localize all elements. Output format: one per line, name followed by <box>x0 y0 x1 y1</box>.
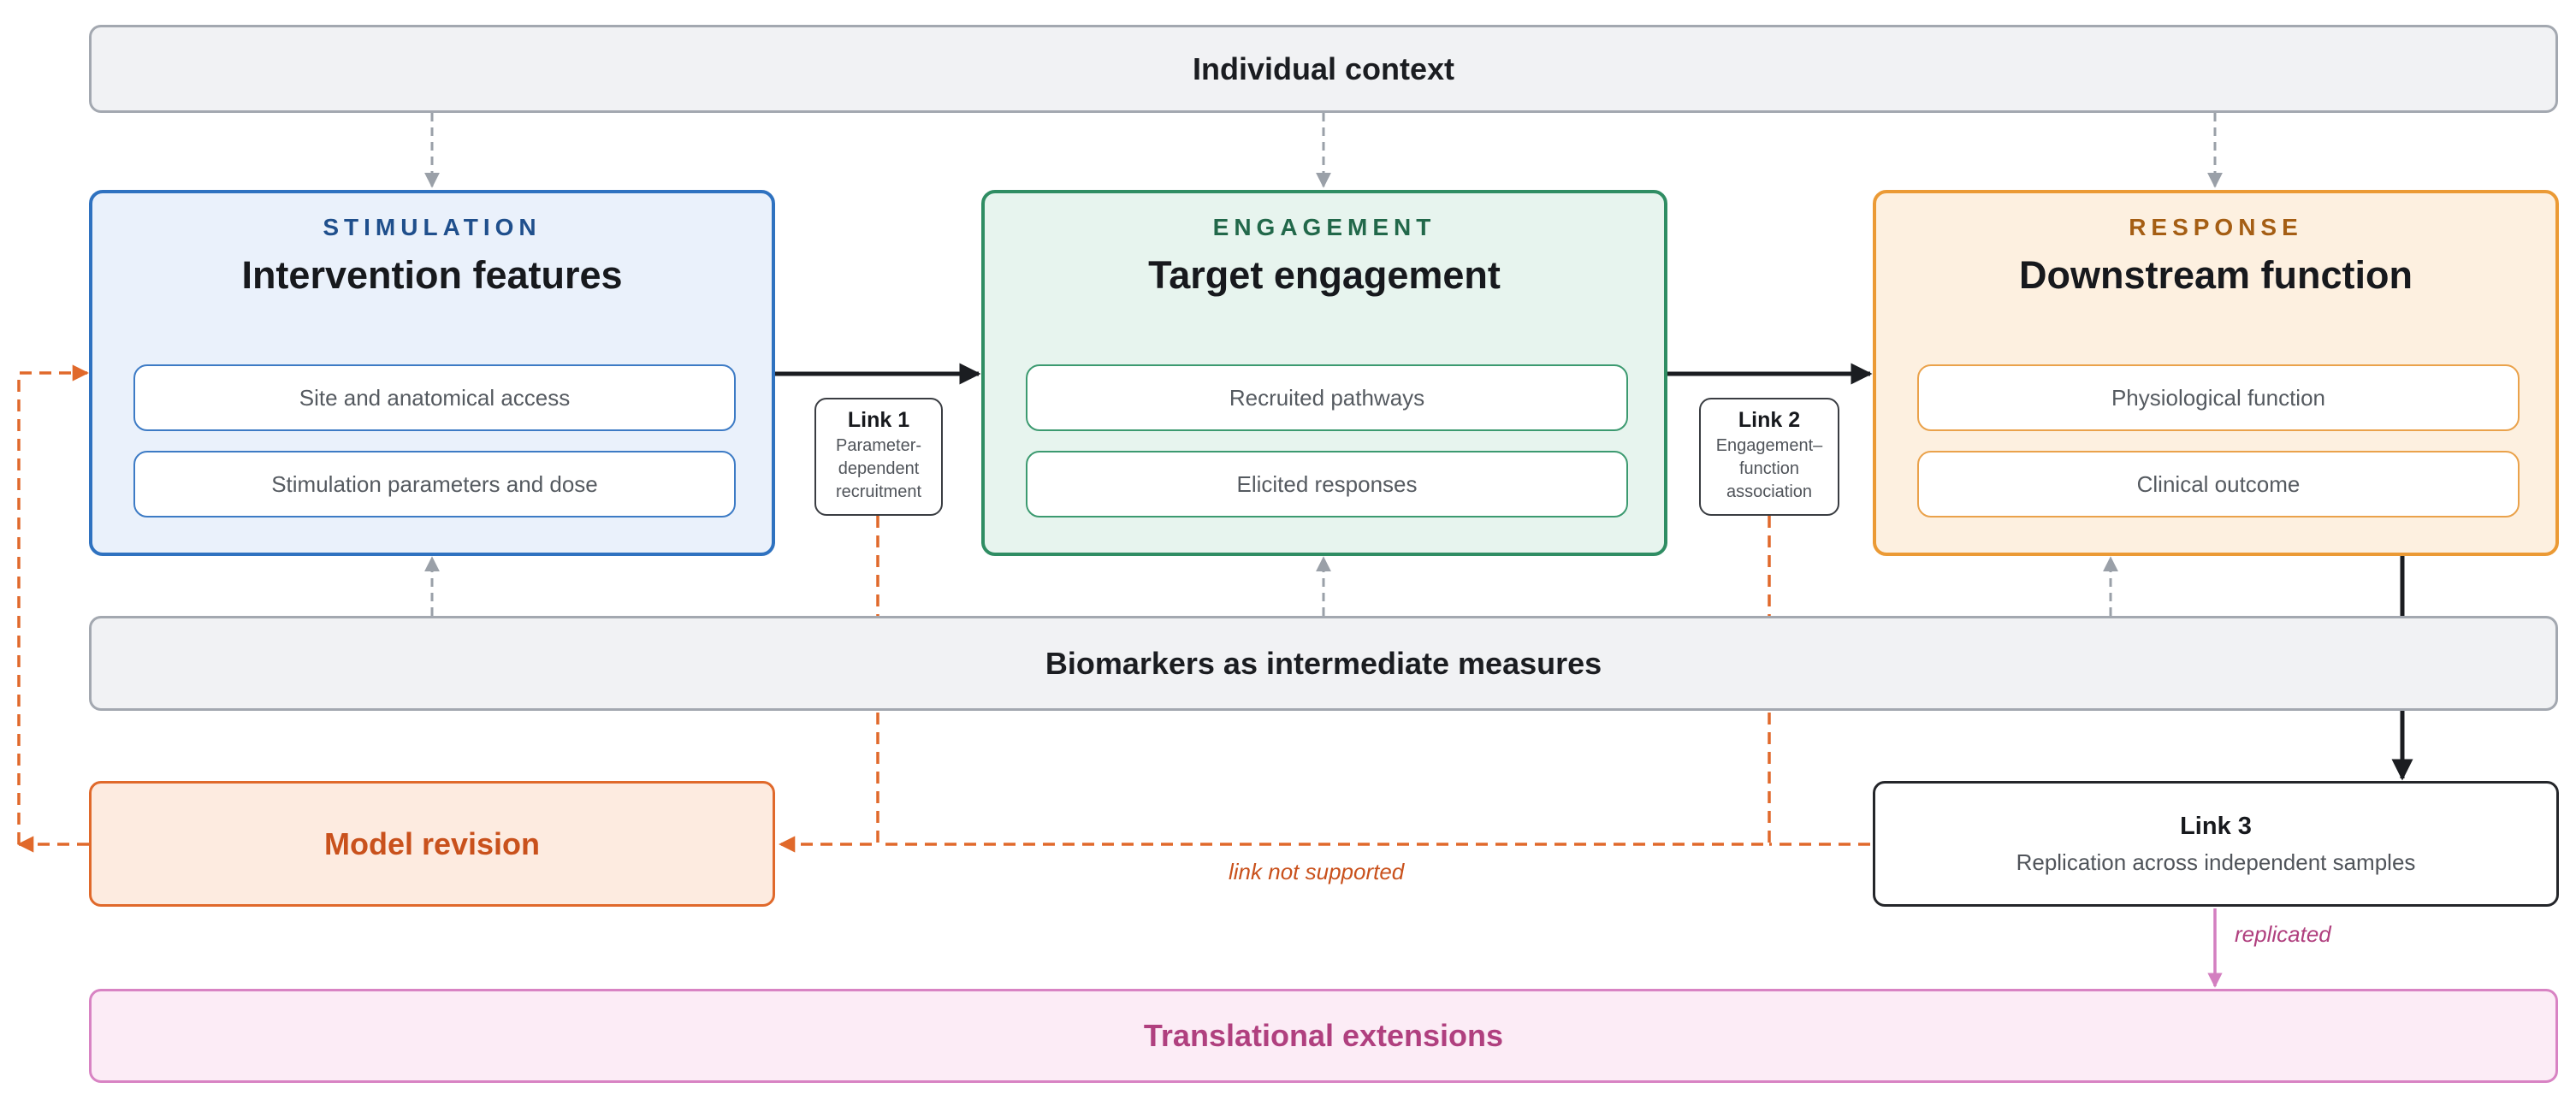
translational-extensions-label: Translational extensions <box>1143 1018 1504 1053</box>
response-item-physiological: Physiological function <box>1917 364 2520 431</box>
link2-description: Engagement– function association <box>1701 435 1838 504</box>
engagement-box: ENGAGEMENT Target engagement Recruited p… <box>981 190 1667 556</box>
link1-desc-line: dependent <box>838 459 920 478</box>
link3-title: Link 3 <box>2180 812 2252 840</box>
biomarkers-box: Biomarkers as intermediate measures <box>89 616 2558 711</box>
translational-extensions-box: Translational extensions <box>89 989 2558 1083</box>
biomarkers-label: Biomarkers as intermediate measures <box>1045 645 1602 681</box>
link2-desc-line: Engagement– <box>1715 436 1823 455</box>
link-not-supported-label: link not supported <box>1229 859 1405 884</box>
response-item-clinical: Clinical outcome <box>1917 451 2520 518</box>
response-box: RESPONSE Downstream function Physiologic… <box>1873 190 2559 556</box>
stimulation-category: STIMULATION <box>323 214 542 240</box>
link1-desc-line: recruitment <box>835 482 922 501</box>
link1-description: Parameter- dependent recruitment <box>816 435 941 504</box>
stimulation-item-site: Site and anatomical access <box>133 364 736 431</box>
engagement-title: Target engagement <box>1148 253 1501 297</box>
stimulation-title: Intervention features <box>241 253 623 297</box>
model-revision-label: Model revision <box>323 825 541 861</box>
link2-desc-line: association <box>1726 482 1813 501</box>
model-revision-box: Model revision <box>89 781 775 907</box>
link3-description: Replication across independent samples <box>2016 849 2416 875</box>
engagement-item-responses: Elicited responses <box>1026 451 1628 518</box>
revision-feedback-arrow <box>17 364 89 844</box>
engagement-category: ENGAGEMENT <box>1212 214 1436 240</box>
link2-title: Link 2 <box>1738 408 1801 432</box>
individual-context-label: Individual context <box>1192 50 1455 86</box>
stimulation-item-parameters: Stimulation parameters and dose <box>133 451 736 518</box>
response-category: RESPONSE <box>2129 214 2303 240</box>
replicated-label: replicated <box>2235 921 2331 947</box>
link1-title: Link 1 <box>847 408 910 432</box>
stimulation-box: STIMULATION Intervention features Site a… <box>89 190 775 556</box>
response-title: Downstream function <box>2018 253 2413 297</box>
individual-context-box: Individual context <box>89 25 2558 113</box>
link2-desc-line: function <box>1738 459 1800 478</box>
link3-box: Link 3 Replication across independent sa… <box>1873 781 2559 907</box>
link1-desc-line: Parameter- <box>835 436 922 455</box>
link2-box: Link 2 Engagement– function association <box>1699 398 1839 516</box>
link1-box: Link 1 Parameter- dependent recruitment <box>814 398 943 516</box>
engagement-item-pathways: Recruited pathways <box>1026 364 1628 431</box>
